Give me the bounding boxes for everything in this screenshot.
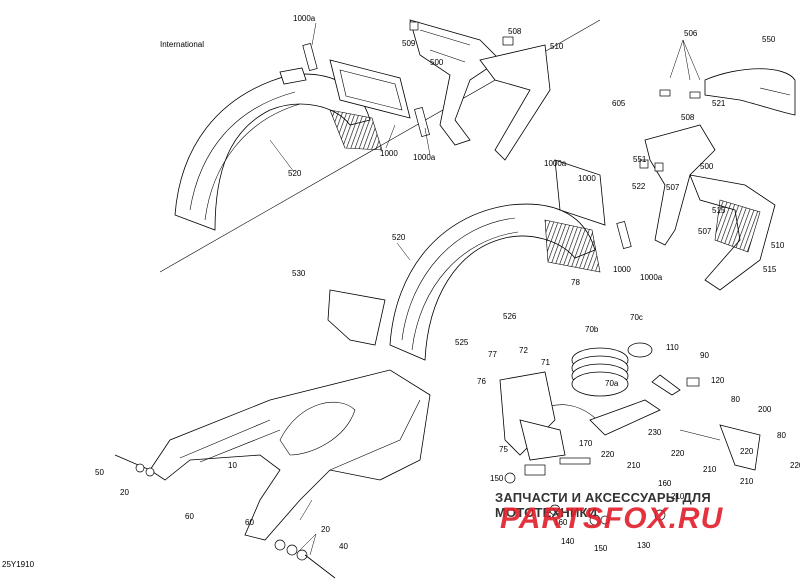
callout: 520 <box>392 233 406 242</box>
callout: 526 <box>503 312 517 321</box>
callout: 20 <box>321 525 330 534</box>
callout: 500 <box>430 58 444 67</box>
callout: 1000 <box>613 265 631 274</box>
callout: 80 <box>777 431 786 440</box>
callout: 72 <box>519 346 528 355</box>
rear-fender <box>389 159 632 361</box>
callout: 60 <box>245 518 254 527</box>
callout: 1000a <box>640 273 663 282</box>
rocker-linkage <box>651 374 761 471</box>
cover-550 <box>704 68 796 116</box>
callout: 508 <box>508 27 522 36</box>
callout: 140 <box>561 537 575 546</box>
callout: 130 <box>637 541 651 550</box>
callout: 70b <box>585 325 599 334</box>
callout: 510 <box>550 42 564 51</box>
watermark-brand: PARTSFOX.RU <box>500 502 724 535</box>
callout: 20 <box>120 488 129 497</box>
callout: 550 <box>762 35 776 44</box>
callout: 150 <box>594 544 608 553</box>
mud-flap-530 <box>327 289 386 346</box>
callout: 120 <box>711 376 725 385</box>
callout: 1000a <box>293 14 316 23</box>
callout: 50 <box>95 468 104 477</box>
callout: 220 <box>671 449 685 458</box>
callout: 160 <box>554 518 568 527</box>
swing-arm <box>149 369 431 541</box>
callout: 507 <box>666 183 680 192</box>
license-bracket-intl <box>302 42 430 137</box>
callout: 507 <box>698 227 712 236</box>
callout: 522 <box>632 182 646 191</box>
bolt-left <box>114 454 155 477</box>
callout: 78 <box>571 278 580 287</box>
callout: 90 <box>700 351 709 360</box>
callout: 210 <box>627 461 641 470</box>
callout: 515 <box>712 206 726 215</box>
callout: 506 <box>684 29 698 38</box>
callout: 150 <box>490 474 504 483</box>
callout: 210 <box>671 492 685 501</box>
callout: 220 <box>601 450 615 459</box>
callout: 160 <box>658 479 672 488</box>
callout: 75 <box>499 445 508 454</box>
callout: 60 <box>185 512 194 521</box>
region-label: International <box>160 40 204 49</box>
callout: 220 <box>740 447 754 456</box>
callout: 520 <box>288 169 302 178</box>
callout: 70c <box>630 313 643 322</box>
shock-body <box>499 371 661 461</box>
callout: 210 <box>740 477 754 486</box>
callout: 230 <box>648 428 662 437</box>
callout: 200 <box>758 405 772 414</box>
watermark-tagline: ЗАПЧАСТИ И АКСЕССУАРЫ ДЛЯ МОТОТЕХНИКИ <box>495 490 711 520</box>
callout: 77 <box>488 350 497 359</box>
leader-lines <box>269 22 701 556</box>
callout: 1000a <box>413 153 436 162</box>
callout: 71 <box>541 358 550 367</box>
callout: 1000 <box>578 174 596 183</box>
callout: 605 <box>612 99 626 108</box>
callout: 40 <box>339 542 348 551</box>
support-bracket-top <box>409 19 551 161</box>
callout: 500 <box>700 162 714 171</box>
callout: 210 <box>703 465 717 474</box>
support-bracket-right <box>639 89 776 291</box>
callout: 76 <box>477 377 486 386</box>
bolt-bottom <box>274 539 336 579</box>
callout: 1000 <box>380 149 398 158</box>
callout: 70a <box>605 379 619 388</box>
rear-fender-intl <box>174 67 383 231</box>
callout: 521 <box>712 99 726 108</box>
callout: 515 <box>763 265 777 274</box>
figure-code: 25Y1910 <box>2 560 35 569</box>
callout: 510 <box>771 241 785 250</box>
callout: 170 <box>579 439 593 448</box>
callout: 530 <box>292 269 306 278</box>
bottom-hardware <box>504 457 666 526</box>
callout: 10 <box>228 461 237 470</box>
callout: 509 <box>402 39 416 48</box>
shock-spring <box>571 342 653 397</box>
callout-labels: International 1000a 1000a 1000 509 508 5… <box>2 14 800 569</box>
callout: 508 <box>681 113 695 122</box>
callout: 220 <box>790 461 800 470</box>
callout: 551 <box>633 155 647 164</box>
callout: 110 <box>666 343 679 352</box>
callout: 1000a <box>544 159 567 168</box>
callout: 80 <box>731 395 740 404</box>
callout: 525 <box>455 338 469 347</box>
